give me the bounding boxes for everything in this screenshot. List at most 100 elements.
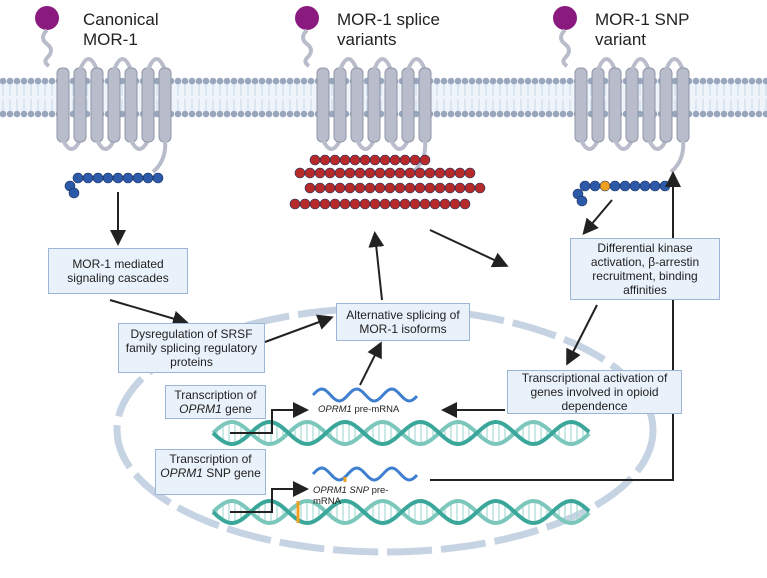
transmembrane-helix: [625, 67, 639, 143]
lipid-head: [181, 77, 189, 85]
lipid-head: [251, 77, 259, 85]
lipid-head: [531, 77, 539, 85]
amino-acid-bead: [344, 182, 356, 194]
n-terminus: [41, 28, 53, 68]
lipid-head: [244, 77, 252, 85]
lipid-head: [216, 110, 224, 118]
amino-acid-bead: [454, 167, 466, 179]
lipid-head: [552, 77, 560, 85]
lipid-head: [566, 77, 574, 85]
lipid-head: [230, 77, 238, 85]
lipid-head: [174, 77, 182, 85]
amino-acid-bead: [354, 182, 366, 194]
amino-acid-bead: [609, 180, 621, 192]
amino-acid-bead: [329, 198, 341, 210]
lipid-head: [755, 77, 763, 85]
title-canonical: Canonical MOR-1: [83, 10, 159, 49]
loop: [613, 139, 634, 151]
amino-acid-bead: [334, 167, 346, 179]
amino-acid-bead: [419, 154, 431, 166]
lipid-head: [202, 110, 210, 118]
transmembrane-helix: [608, 67, 622, 143]
amino-acid-bead: [394, 182, 406, 194]
snp-pre-mrna: [311, 466, 419, 482]
loop: [95, 139, 116, 151]
lipid-head: [461, 77, 469, 85]
amino-acid-bead: [659, 180, 671, 192]
lipid-head: [447, 110, 455, 118]
lipid-head: [195, 110, 203, 118]
transmembrane-helix: [107, 67, 121, 143]
amino-acid-bead: [319, 198, 331, 210]
amino-acid-bead: [579, 180, 591, 192]
lipid-head: [272, 110, 280, 118]
amino-acid-bead: [68, 187, 80, 199]
transmembrane-helix: [73, 67, 87, 143]
loop: [596, 57, 617, 71]
amino-acid-bead: [379, 198, 391, 210]
lipid-head: [713, 110, 721, 118]
lipid-head: [251, 110, 259, 118]
box-alt-splicing: Alternative splicing of MOR-1 isoforms: [336, 303, 470, 341]
amino-acid-bead: [324, 182, 336, 194]
dna-strand: [211, 498, 591, 526]
amino-acid-bead: [92, 172, 104, 184]
lipid-head: [48, 110, 56, 118]
lipid-head: [461, 110, 469, 118]
lipid-head: [524, 110, 532, 118]
lipid-head: [223, 77, 231, 85]
loop: [389, 139, 410, 151]
amino-acid-bead: [454, 182, 466, 194]
lipid-head: [195, 77, 203, 85]
amino-acid-bead: [424, 182, 436, 194]
lipid-head: [489, 77, 497, 85]
lipid-head: [6, 77, 14, 85]
loop: [647, 139, 668, 151]
loop: [146, 57, 167, 71]
lipid-head: [538, 77, 546, 85]
amino-acid-bead: [434, 167, 446, 179]
transmembrane-helix: [158, 67, 172, 143]
lipid-head: [454, 77, 462, 85]
gene-name: OPRM1: [160, 466, 203, 480]
box-transcription-gene: Transcription of OPRM1 gene: [165, 385, 266, 419]
box-transcriptional: Transcriptional activation of genes invo…: [507, 370, 682, 414]
lipid-head: [566, 110, 574, 118]
amino-acid-bead: [349, 198, 361, 210]
amino-acid-bead: [339, 198, 351, 210]
transmembrane-helix: [574, 67, 588, 143]
amino-acid-bead: [314, 167, 326, 179]
pre-mrna: [311, 387, 419, 403]
lipid-head: [706, 77, 714, 85]
lipid-head: [510, 77, 518, 85]
amino-acid-bead: [384, 167, 396, 179]
dna-helix-oprm1-snp: [211, 498, 591, 526]
transmembrane-helix: [350, 67, 364, 143]
ligand-head: [295, 6, 319, 30]
lipid-head: [748, 77, 756, 85]
amino-acid-bead: [314, 182, 326, 194]
lipid-head: [440, 77, 448, 85]
amino-acid-bead: [152, 172, 164, 184]
lipid-head: [244, 110, 252, 118]
amino-acid-bead: [102, 172, 114, 184]
lipid-head: [517, 77, 525, 85]
amino-acid-bead: [309, 198, 321, 210]
lipid-head: [748, 110, 756, 118]
amino-acid-bead: [304, 167, 316, 179]
lipid-head: [209, 110, 217, 118]
loop: [129, 139, 150, 151]
amino-acid-bead: [434, 182, 446, 194]
n-terminus: [301, 28, 313, 68]
transmembrane-helix: [56, 67, 70, 143]
amino-acid-bead: [444, 167, 456, 179]
lipid-head: [20, 110, 28, 118]
amino-acid-bead: [334, 182, 346, 194]
gene-name: OPRM1 SNP: [313, 485, 369, 496]
amino-acid-bead: [289, 198, 301, 210]
lipid-head: [265, 77, 273, 85]
box-signaling: MOR-1 mediated signaling cascades: [48, 248, 188, 294]
amino-acid-bead: [439, 198, 451, 210]
transmembrane-helix: [333, 67, 347, 143]
